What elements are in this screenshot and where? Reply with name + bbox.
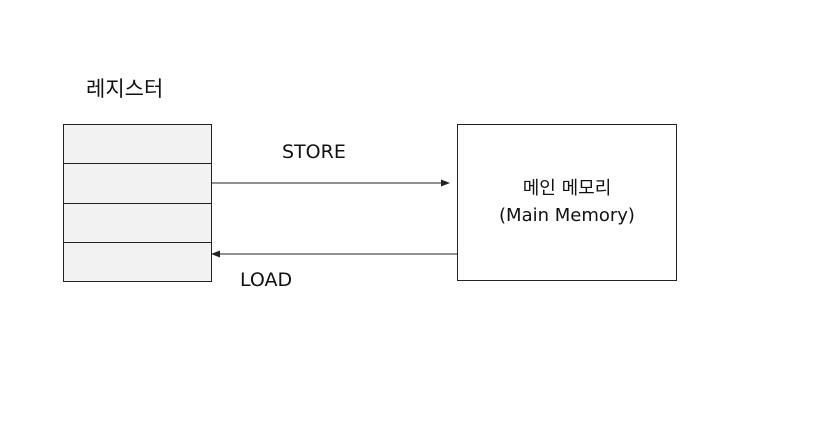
memory-name-ko: 메인 메모리 <box>522 178 612 200</box>
registers-title: 레지스터 <box>86 77 164 101</box>
main-memory-box: 메인 메모리 (Main Memory) <box>457 124 677 281</box>
register-cell-3 <box>64 202 211 242</box>
load-label: LOAD <box>240 269 293 291</box>
store-label: STORE <box>282 141 346 163</box>
load-arrowhead <box>211 250 220 258</box>
register-cell-4 <box>64 241 211 281</box>
register-cell-1 <box>64 125 211 164</box>
register-stack <box>63 124 212 282</box>
store-arrowhead <box>441 179 450 187</box>
memory-name-en: (Main Memory) <box>499 204 635 226</box>
register-cell-2 <box>64 163 211 203</box>
